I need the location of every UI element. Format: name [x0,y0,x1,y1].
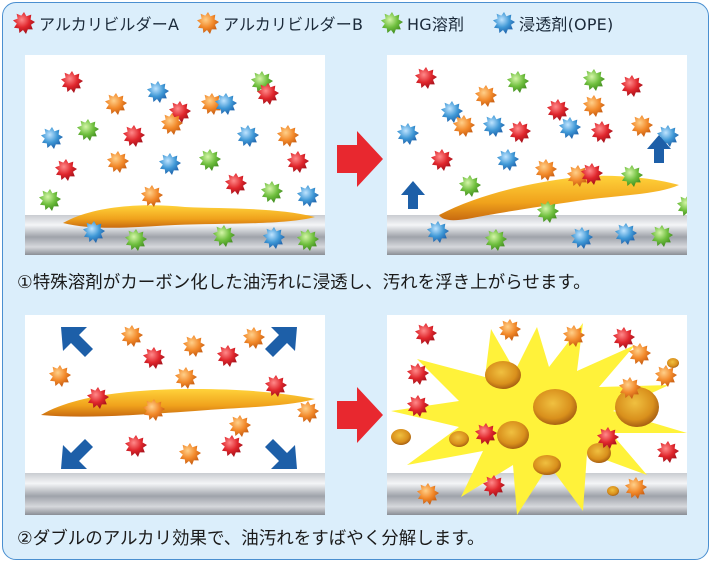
legend-item-builder-b: アルカリビルダーB [197,11,363,35]
lifted-oil-stain [439,175,679,221]
panel-step2-after [387,315,687,515]
particle-red [431,149,453,171]
up-arrow-icon [401,181,425,209]
particle-green [39,189,61,211]
step2-caption: ②ダブルのアルカリ効果で、油汚れをすばやく分解します。 [17,529,485,549]
particle-blue [147,81,169,103]
particle-orange [121,325,143,347]
diagonal-arrow-icon [61,327,93,357]
orange-burst-particle-icon [197,12,219,34]
oil-stain [41,389,315,417]
particle-orange [229,415,251,437]
panel-step2-before [25,315,325,515]
particle-orange [297,401,319,423]
particle-orange [475,85,497,107]
next-step-arrow-icon [337,387,383,443]
particle-green [77,119,99,141]
particle-green [199,149,221,171]
particle-red [287,151,309,173]
particle-red [509,121,531,143]
particle-red [547,99,569,121]
particle-red [143,347,165,369]
particle-red [217,345,239,367]
particle-blue [559,117,581,139]
red-burst-particle-icon [13,12,35,34]
particle-blue [397,123,419,145]
diagonal-arrow-icon [265,327,297,357]
particle-orange [535,159,557,181]
particle-red [621,75,643,97]
legend-item-builder-a: アルカリビルダーA [13,11,179,35]
oil-fragment [533,389,577,425]
particle-red [55,159,77,181]
particle-red [415,323,437,345]
particle-orange [277,125,299,147]
panel-step1-before [25,55,325,255]
oil-fragment [587,443,611,463]
particle-orange [175,367,197,389]
oil-fragment [391,429,411,445]
particle-blue [497,149,519,171]
particle-orange [655,365,677,387]
diagonal-arrow-icon [265,439,297,469]
legend-item-hg-solvent: HG溶剤 [381,11,464,35]
particle-orange [105,93,127,115]
up-arrow-icon [647,135,671,163]
particle-orange [243,327,265,349]
legend-label: アルカリビルダーB [223,15,364,34]
particle-orange [179,443,201,465]
particle-blue [41,127,63,149]
particle-orange [631,115,653,137]
particle-red [221,435,243,457]
particle-green [261,181,283,203]
particle-orange [583,95,605,117]
legend-label: HG溶剤 [407,15,465,34]
oil-stain [63,205,315,228]
oil-fragment [497,421,529,449]
green-burst-particle-icon [381,12,403,34]
step1-caption: ①特殊溶剤がカーボン化した油汚れに浸透し、汚れを浮き上がらせます。 [17,273,591,293]
legend: アルカリビルダーA アルカリビルダーB HG溶剤 浸透剤(OPE) [3,3,708,43]
particle-orange [49,365,71,387]
oil-fragment [449,431,469,447]
oil-fragment [485,361,521,389]
particle-green [459,175,481,197]
particle-green [677,195,687,217]
particle-red [125,435,147,457]
particle-orange [107,151,129,173]
particle-red [61,71,83,93]
blue-burst-particle-icon [493,12,515,34]
particle-blue [483,115,505,137]
particle-orange [141,185,163,207]
particle-blue [237,125,259,147]
particle-red [613,327,635,349]
diagonal-arrow-icon [61,439,93,469]
oil-fragment [533,455,561,475]
next-step-arrow-icon [337,131,383,187]
particle-red [657,441,679,463]
particle-red [123,125,145,147]
particle-orange [183,335,205,357]
particle-green [583,69,605,91]
oil-fragment [667,358,679,368]
legend-item-penetrant: 浸透剤(OPE) [493,11,613,35]
pipe-surface [25,473,325,515]
legend-label: 浸透剤(OPE) [519,15,614,34]
particle-orange [499,319,521,341]
particle-blue [159,153,181,175]
panel-step1-after [387,55,687,255]
particle-red [225,173,247,195]
particle-red [591,121,613,143]
legend-label: アルカリビルダーA [39,15,180,34]
oil-fragment [607,486,619,496]
particle-green [507,71,529,93]
particle-red [415,67,437,89]
particle-blue [297,185,319,207]
